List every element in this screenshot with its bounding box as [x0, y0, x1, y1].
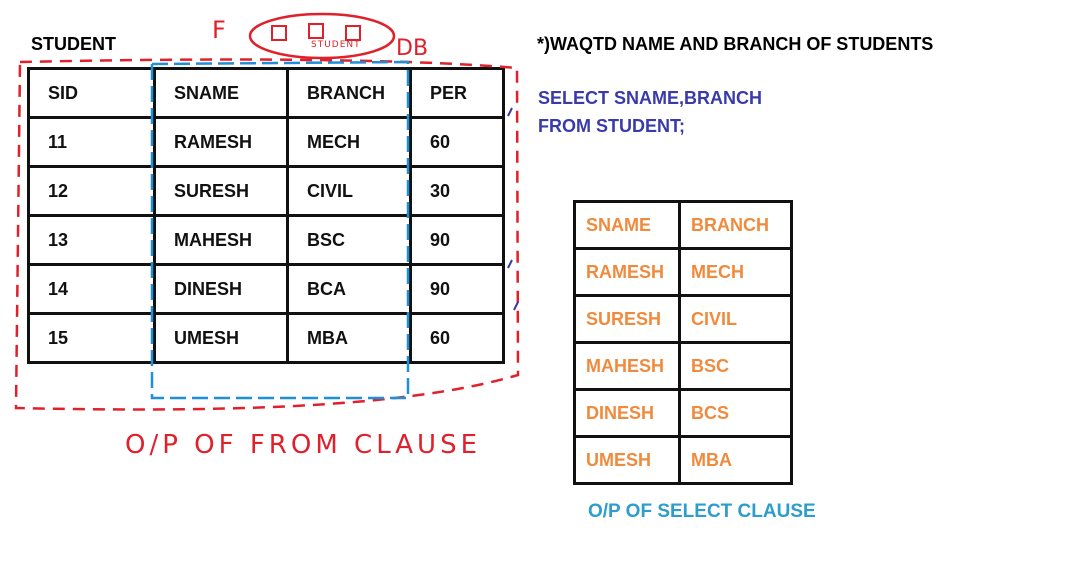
table-cell: RAMESH — [573, 247, 681, 297]
table-cell: DINESH — [573, 388, 681, 438]
table-cell: 60 — [409, 116, 505, 168]
table-cell: MBA — [678, 435, 793, 485]
table-name-label: STUDENT — [31, 34, 116, 54]
header-cell-per: PER — [409, 67, 505, 119]
student-table-header-row: SID SNAME BRANCH PER — [27, 67, 505, 119]
table-cell: 30 — [409, 165, 505, 217]
table-cell: MECH — [286, 116, 412, 168]
table-row: RAMESH MECH — [573, 247, 793, 297]
table-cell: SURESH — [573, 294, 681, 344]
table-cell: CIVIL — [286, 165, 412, 217]
table-cell: BSC — [286, 214, 412, 266]
table-cell: CIVIL — [678, 294, 793, 344]
table-cell: 14 — [27, 263, 156, 315]
table-cell: UMESH — [573, 435, 681, 485]
margin-ticks — [507, 107, 519, 311]
result-table-header-row: SNAME BRANCH — [573, 200, 793, 250]
table-square-1 — [271, 25, 287, 41]
table-cell: BSC — [678, 341, 793, 391]
table-cell: 90 — [409, 214, 505, 266]
table-row: UMESH MBA — [573, 435, 793, 485]
table-row: 13 MAHESH BSC 90 — [27, 214, 505, 266]
table-cell: 12 — [27, 165, 156, 217]
db-annotation: DB — [396, 36, 429, 61]
select-clause-caption: O/P OF SELECT CLAUSE — [588, 501, 816, 522]
sql-query-line-2: FROM STUDENT; — [538, 116, 685, 136]
table-row: MAHESH BSC — [573, 341, 793, 391]
table-cell: MAHESH — [153, 214, 289, 266]
table-cell: UMESH — [153, 312, 289, 364]
table-cell: MAHESH — [573, 341, 681, 391]
header-cell-sname: SNAME — [153, 67, 289, 119]
table-row: DINESH BCS — [573, 388, 793, 438]
table-cell: BCS — [678, 388, 793, 438]
table-row: 12 SURESH CIVIL 30 — [27, 165, 505, 217]
from-letter-annotation: F — [212, 16, 226, 44]
table-row: SURESH CIVIL — [573, 294, 793, 344]
student-tag-annotation: STUDENT — [311, 40, 361, 50]
question-text: *)WAQTD NAME AND BRANCH OF STUDENTS — [537, 34, 934, 54]
header-cell-branch: BRANCH — [678, 200, 793, 250]
table-cell: 11 — [27, 116, 156, 168]
table-square-2 — [308, 23, 324, 39]
header-cell-branch: BRANCH — [286, 67, 412, 119]
table-row: 15 UMESH MBA 60 — [27, 312, 505, 364]
table-cell: MECH — [678, 247, 793, 297]
table-cell: 13 — [27, 214, 156, 266]
student-table: SID SNAME BRANCH PER 11 RAMESH MECH 60 1… — [27, 67, 505, 364]
table-row: 14 DINESH BCA 90 — [27, 263, 505, 315]
table-square-3 — [345, 25, 361, 41]
student-table-ellipse — [248, 12, 396, 60]
from-clause-caption: O/P OF FROM CLAUSE — [125, 430, 482, 460]
table-cell: DINESH — [153, 263, 289, 315]
header-cell-sid: SID — [27, 67, 156, 119]
table-row: 11 RAMESH MECH 60 — [27, 116, 505, 168]
header-cell-sname: SNAME — [573, 200, 681, 250]
sql-query-line-1: SELECT SNAME,BRANCH — [538, 88, 763, 108]
table-cell: 15 — [27, 312, 156, 364]
table-cell: 90 — [409, 263, 505, 315]
table-cell: SURESH — [153, 165, 289, 217]
result-table: SNAME BRANCH RAMESH MECH SURESH CIVIL MA… — [573, 200, 793, 485]
table-cell: BCA — [286, 263, 412, 315]
table-cell: 60 — [409, 312, 505, 364]
table-cell: RAMESH — [153, 116, 289, 168]
table-cell: MBA — [286, 312, 412, 364]
